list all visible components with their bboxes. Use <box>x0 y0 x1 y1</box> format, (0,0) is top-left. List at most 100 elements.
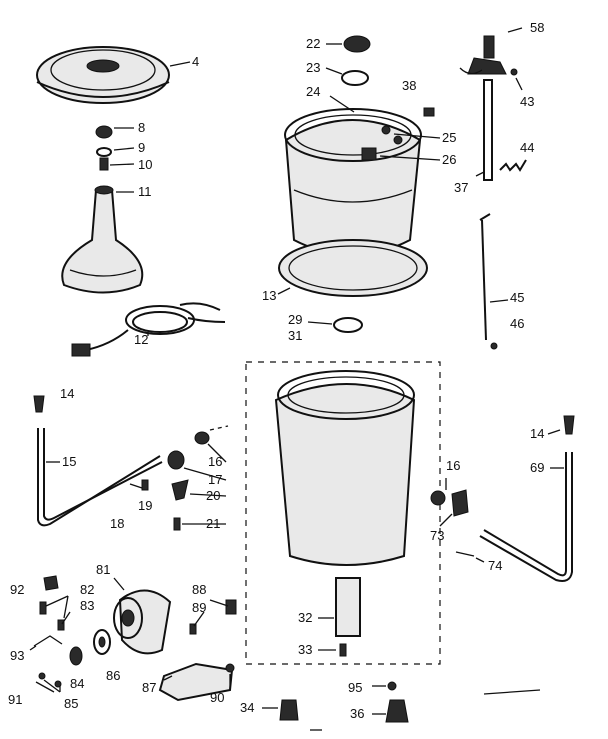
cap-part-8 <box>95 125 113 139</box>
label-36: 36 <box>350 706 364 721</box>
bolt-part-38 <box>423 107 435 117</box>
leader-line <box>169 61 191 67</box>
label-82: 82 <box>80 582 94 597</box>
label-25: 25 <box>442 130 456 145</box>
label-85: 85 <box>64 696 78 711</box>
label-86: 86 <box>106 668 120 683</box>
label-23: 23 <box>306 60 320 75</box>
label-22: 22 <box>306 36 320 51</box>
screw-part-10 <box>99 157 109 171</box>
label-15: 15 <box>62 454 76 469</box>
spring-part-44 <box>499 159 527 172</box>
label-74: 74 <box>488 558 502 573</box>
label-73: 73 <box>430 528 444 543</box>
label-29: 29 <box>288 312 302 327</box>
hose-part-69 <box>479 452 573 582</box>
fitting-part-16-left <box>194 431 210 445</box>
label-34: 34 <box>240 700 254 715</box>
label-44: 44 <box>520 140 534 155</box>
label-17: 17 <box>208 472 222 487</box>
label-12: 12 <box>134 332 148 347</box>
label-14-left: 14 <box>60 386 74 401</box>
label-8: 8 <box>138 120 145 135</box>
label-69: 69 <box>530 460 544 475</box>
bracket-part-93 <box>33 635 63 647</box>
label-21: 21 <box>206 516 220 531</box>
foot-part-34 <box>279 699 299 721</box>
hose-part-15 <box>37 428 163 527</box>
label-83: 83 <box>80 598 94 613</box>
clip-part-26 <box>361 147 377 161</box>
pulley-part-86 <box>93 629 111 655</box>
coupling-part-84 <box>69 646 83 666</box>
label-16-left: 16 <box>208 454 222 469</box>
label-10: 10 <box>138 157 152 172</box>
outer-tub-part-13 <box>278 108 428 297</box>
motor-part-81 <box>113 589 172 655</box>
label-19: 19 <box>138 498 152 513</box>
basket <box>274 370 416 566</box>
lid-part-4 <box>36 46 170 104</box>
label-93: 93 <box>10 648 24 663</box>
bracket-part-19 <box>141 479 149 491</box>
label-91: 91 <box>8 692 22 707</box>
label-95: 95 <box>348 680 362 695</box>
cabinet-outline <box>245 361 441 665</box>
clip-part-92 <box>43 575 59 591</box>
nozzle-part-14-left <box>33 395 45 413</box>
post-part-32 <box>335 577 361 637</box>
clip-part-91 <box>35 681 55 693</box>
clamp-part-18 <box>129 483 143 489</box>
label-89: 89 <box>192 600 206 615</box>
fitting-part-16-right <box>430 490 446 506</box>
seal-part-23 <box>341 70 369 86</box>
label-14-right: 14 <box>530 426 544 441</box>
label-37: 37 <box>454 180 468 195</box>
foot-part-36 <box>385 699 409 723</box>
agitator-part-11 <box>61 185 144 294</box>
label-88: 88 <box>192 582 206 597</box>
bracket-part-20 <box>171 479 189 501</box>
label-90: 90 <box>210 690 224 705</box>
label-33: 33 <box>298 642 312 657</box>
screw-part-88 <box>225 599 237 615</box>
label-9: 9 <box>138 140 145 155</box>
power-cord-part-12 <box>71 302 226 357</box>
screw-part-83 <box>57 619 65 631</box>
seal-ring-part-29 <box>333 317 363 333</box>
cap-part-22 <box>343 35 371 53</box>
label-81: 81 <box>96 562 110 577</box>
label-58: 58 <box>530 20 544 35</box>
screw-part-43 <box>510 68 518 76</box>
valve-part-58 <box>459 35 507 75</box>
clamp-part-74 <box>455 551 475 557</box>
label-11: 11 <box>138 184 152 199</box>
label-20: 20 <box>206 488 220 503</box>
label-45: 45 <box>510 290 524 305</box>
label-43: 43 <box>520 94 534 109</box>
screw-part-33 <box>339 643 347 657</box>
pins-part-85 <box>38 672 62 688</box>
label-92: 92 <box>10 582 24 597</box>
nut-part-95 <box>387 681 397 691</box>
label-4: 4 <box>192 54 199 69</box>
label-32: 32 <box>298 610 312 625</box>
rod-part-45 <box>479 213 491 341</box>
nut-part-90 <box>225 663 235 673</box>
screw-part-89 <box>189 623 197 635</box>
washer-part-9 <box>96 147 112 157</box>
label-18: 18 <box>110 516 124 531</box>
label-38: 38 <box>402 78 416 93</box>
label-24: 24 <box>306 84 320 99</box>
label-31: 31 <box>288 328 302 343</box>
nozzle-part-14-right <box>563 415 575 435</box>
label-16-right: 16 <box>446 458 460 473</box>
label-46: 46 <box>510 316 524 331</box>
pipe-part-37 <box>483 79 493 181</box>
label-84: 84 <box>70 676 84 691</box>
fitting-part-17 <box>167 450 185 470</box>
fitting-part-73 <box>451 489 469 517</box>
nut-part-46 <box>490 342 498 350</box>
